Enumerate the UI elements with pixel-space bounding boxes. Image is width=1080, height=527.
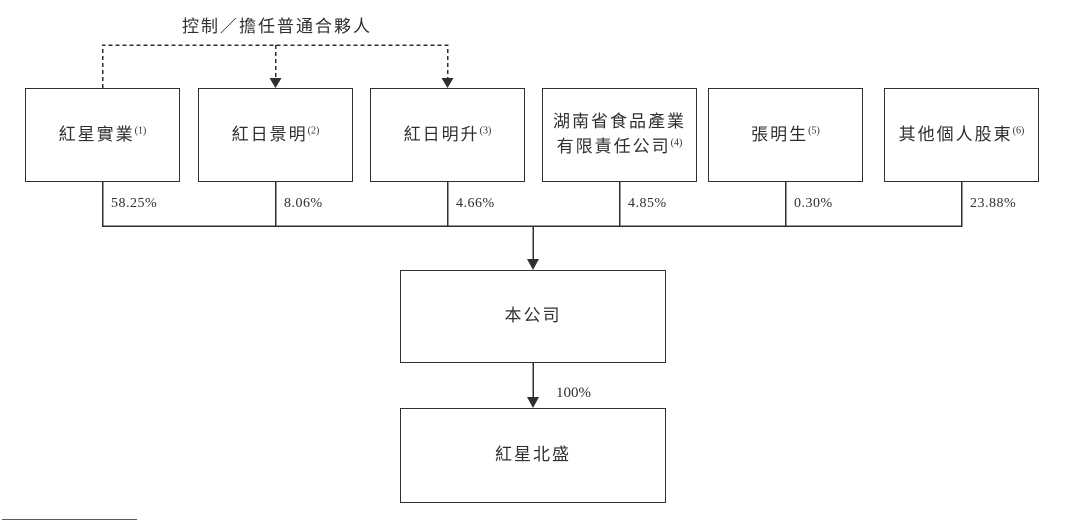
footnote-ref: (1)	[134, 125, 147, 137]
company-box: 本公司	[400, 270, 666, 363]
control-arrowhead-to-box3	[441, 78, 454, 88]
shareholder-name-text: 湖南省食品產業 有限責任公司	[553, 112, 686, 156]
footnote-ref: (5)	[808, 125, 820, 137]
shareholder-box-hongri-mingsheng: 紅日明升(3)	[370, 88, 525, 182]
shareholder-name-text: 紅星實業	[58, 124, 135, 144]
control-relationship-label: 控制／擔任普通合夥人	[182, 17, 372, 36]
ownership-percent-label: 4.66%	[456, 196, 495, 211]
control-arrowhead-to-box2	[269, 78, 282, 88]
subsidiary-box: 紅星北盛	[400, 408, 666, 503]
subsidiary-name: 紅星北盛	[495, 445, 571, 465]
shareholder-box-zhang-mingsheng: 張明生(5)	[708, 88, 863, 182]
shareholder-box-other-individual-shareholders: 其他個人股東(6)	[884, 88, 1039, 182]
ownership-percent-label: 58.25%	[111, 196, 158, 211]
shareholder-name-text: 紅日明升	[403, 124, 480, 144]
ownership-percent-label: 23.88%	[970, 196, 1017, 211]
footnote-ref: (4)	[670, 137, 683, 149]
shareholder-name-text: 其他個人股東	[898, 124, 1013, 144]
shareholder-name: 紅星實業(1)	[59, 123, 147, 148]
shareholder-name-text: 張明生	[751, 124, 809, 144]
shareholder-name: 其他個人股東(6)	[899, 123, 1025, 148]
footnote-divider	[2, 519, 137, 520]
shareholder-box-hongri-jingming: 紅日景明(2)	[198, 88, 353, 182]
arrowhead-to-subsidiary	[527, 397, 539, 408]
arrowhead-to-company	[527, 259, 539, 270]
control-dashed-line	[101, 44, 449, 88]
footnote-ref: (6)	[1012, 125, 1025, 137]
control-dashed-path	[101, 44, 449, 88]
shareholder-name: 湖南省食品產業 有限責任公司(4)	[553, 110, 686, 159]
ownership-percent-label: 8.06%	[284, 196, 323, 211]
subsidiary-percent-label: 100%	[556, 385, 591, 401]
ownership-percent-label: 0.30%	[794, 196, 833, 211]
shareholding-lines	[101, 182, 963, 398]
ownership-percent-label: 4.85%	[628, 196, 667, 211]
company-name: 本公司	[504, 306, 562, 326]
shareholder-name: 紅日明升(3)	[404, 123, 492, 148]
shareholder-name: 張明生(5)	[751, 123, 820, 148]
footnote-ref: (3)	[479, 125, 492, 137]
shareholder-box-hongxing-shiye: 紅星實業(1)	[25, 88, 180, 182]
shareholder-name-text: 紅日景明	[231, 124, 308, 144]
shareholder-name: 紅日景明(2)	[232, 123, 320, 148]
shareholder-box-hunan-food-industry: 湖南省食品產業 有限責任公司(4)	[542, 88, 697, 182]
footnote-ref: (2)	[307, 125, 320, 137]
